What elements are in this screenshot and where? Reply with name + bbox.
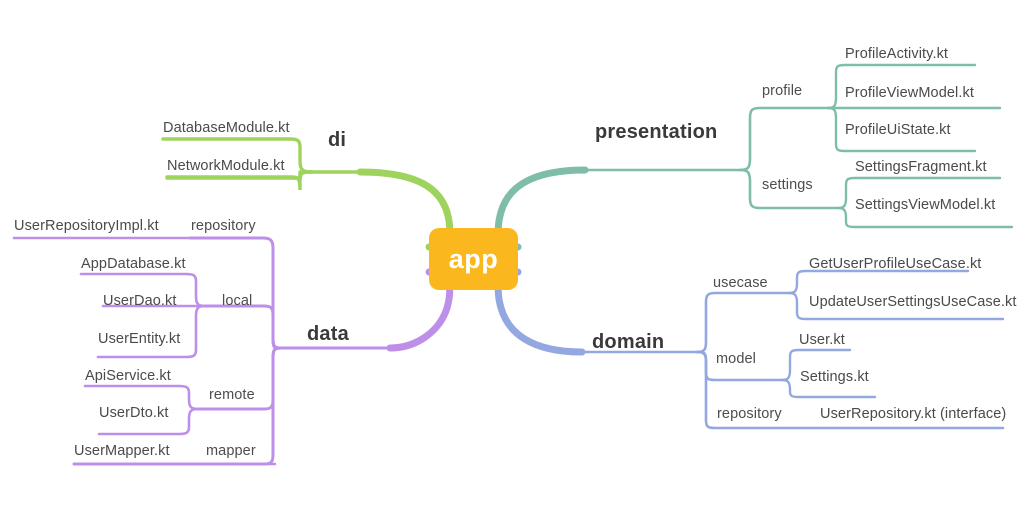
- leaf-label-settings-viewmodel[interactable]: SettingsViewModel.kt: [855, 197, 996, 213]
- leaf-label-user-repository-impl[interactable]: UserRepositoryImpl.kt: [14, 218, 159, 234]
- leaf-label-settings-fragment[interactable]: SettingsFragment.kt: [855, 159, 987, 175]
- leaf-label-user-dto[interactable]: UserDto.kt: [99, 405, 169, 421]
- subbranch-label-local[interactable]: local: [222, 293, 253, 309]
- leaf-label-update-user-settings-usecase[interactable]: UpdateUserSettingsUseCase.kt: [809, 294, 1017, 310]
- leaf-label-app-database[interactable]: AppDatabase.kt: [81, 256, 186, 272]
- subbranch-label-model[interactable]: model: [716, 351, 756, 367]
- leaf-label-user-model[interactable]: User.kt: [799, 332, 845, 348]
- leaf-label-profile-activity[interactable]: ProfileActivity.kt: [845, 46, 949, 62]
- leaf-label-user-mapper[interactable]: UserMapper.kt: [74, 443, 170, 459]
- leaf-label-network-module[interactable]: NetworkModule.kt: [167, 158, 285, 174]
- subbranch-label-domain-repository[interactable]: repository: [717, 406, 782, 422]
- leaf-label-settings-model[interactable]: Settings.kt: [800, 369, 869, 385]
- branch-label-presentation[interactable]: presentation: [595, 121, 718, 143]
- subbranch-label-mapper[interactable]: mapper: [206, 443, 256, 459]
- leaf-label-api-service[interactable]: ApiService.kt: [85, 368, 171, 384]
- root-node-label: app: [448, 243, 499, 274]
- leaf-label-profile-uistate[interactable]: ProfileUiState.kt: [845, 122, 951, 138]
- subbranch-label-data-repository[interactable]: repository: [191, 218, 256, 234]
- subbranch-label-remote[interactable]: remote: [209, 387, 255, 403]
- branch-label-di[interactable]: di: [328, 129, 347, 151]
- branch-label-domain[interactable]: domain: [592, 331, 665, 353]
- subbranch-label-usecase[interactable]: usecase: [713, 275, 768, 291]
- root-node-app[interactable]: app: [429, 228, 518, 290]
- leaf-label-user-entity[interactable]: UserEntity.kt: [98, 331, 181, 347]
- subbranch-label-settings[interactable]: settings: [762, 177, 813, 193]
- leaf-label-user-dao[interactable]: UserDao.kt: [103, 293, 177, 309]
- branch-data-links: [12, 236, 454, 466]
- leaf-label-user-repository-interface[interactable]: UserRepository.kt (interface): [820, 406, 1007, 422]
- leaf-label-get-user-profile-usecase[interactable]: GetUserProfileUseCase.kt: [809, 256, 982, 272]
- subbranch-label-profile[interactable]: profile: [762, 83, 803, 99]
- leaf-label-database-module[interactable]: DatabaseModule.kt: [163, 120, 290, 136]
- branch-label-data[interactable]: data: [307, 323, 349, 345]
- leaf-label-profile-viewmodel[interactable]: ProfileViewModel.kt: [845, 85, 974, 101]
